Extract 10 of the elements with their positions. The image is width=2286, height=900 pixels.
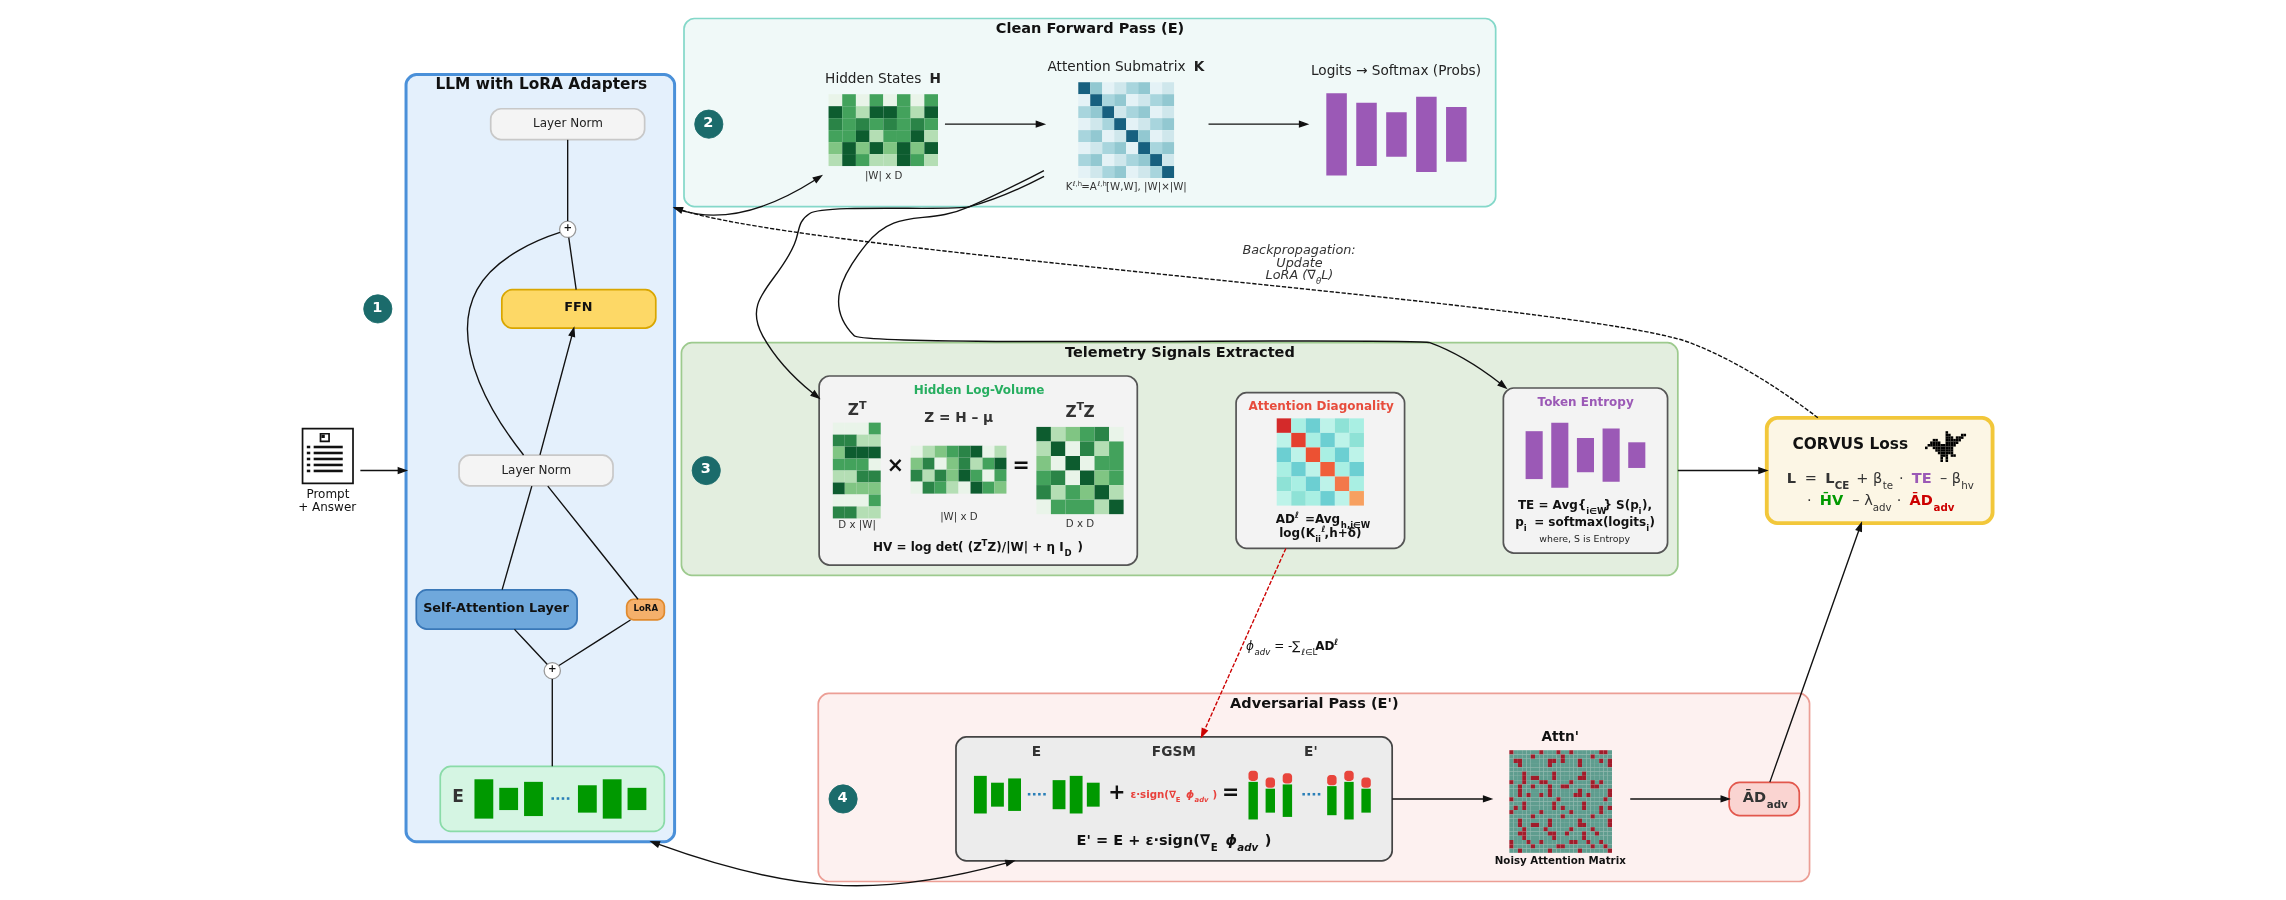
node-label: Prompt + Answer <box>297 487 356 514</box>
node-text: Attn' <box>1540 727 1579 744</box>
node-label: Hidden States H <box>824 70 941 87</box>
node-label: Logits → Softmax (Probs) <box>1310 62 1481 79</box>
node-label: K$^{ℓ,h}$=A$^{ℓ,h}$[W,W], |W|×|W| <box>1065 179 1187 192</box>
node-label: |W| x D <box>864 168 902 181</box>
edge-label: ϕ$_{adv}$ = -∑$_{ℓ∈L}$AD$^{ℓ}$ <box>1245 636 1338 657</box>
node-label: Noisy Attention Matrix <box>1494 854 1626 867</box>
node-label: Attention Submatrix K <box>1046 58 1204 75</box>
edge-label: Backpropagation: Update LoRA (∇$_{θ}$L) <box>1242 241 1356 287</box>
